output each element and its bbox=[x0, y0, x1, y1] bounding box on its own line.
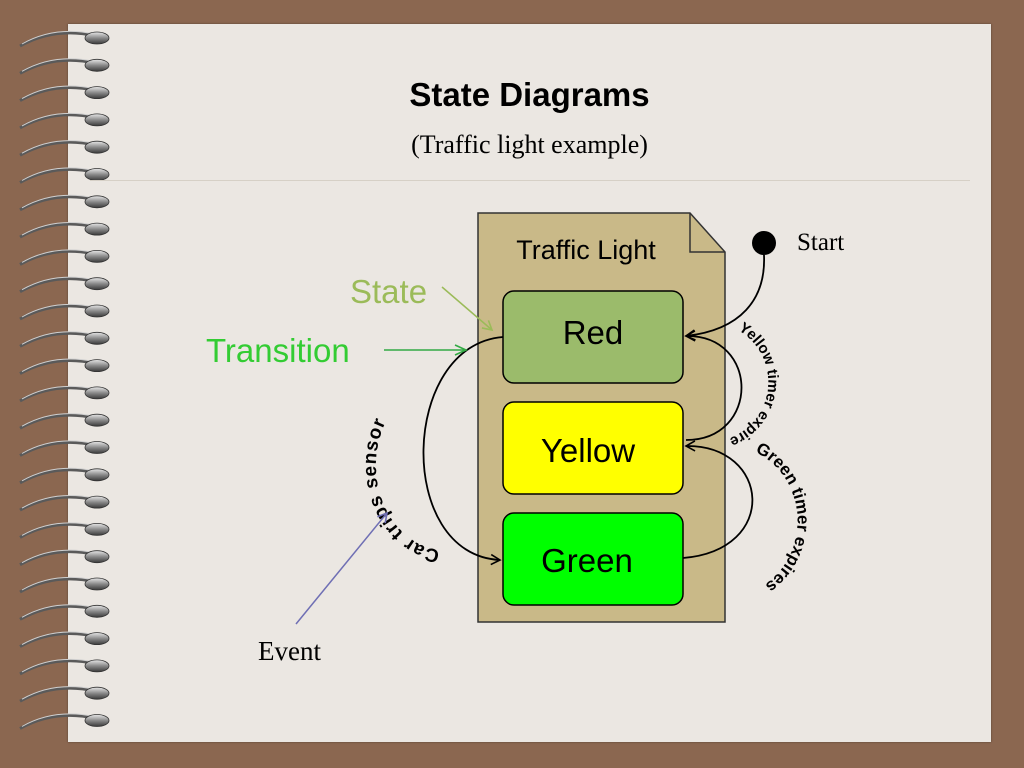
binding-ring-loop bbox=[84, 31, 110, 45]
binding-ring-highlight bbox=[21, 440, 95, 454]
binding-ring-highlight bbox=[21, 631, 95, 646]
start-label: Start bbox=[797, 229, 844, 256]
binding-ring-loop bbox=[84, 550, 110, 564]
binding-ring-loop bbox=[84, 714, 110, 727]
binding-ring-loop bbox=[84, 686, 110, 700]
binding-ring-loop bbox=[84, 632, 110, 645]
binding-ring-highlight bbox=[21, 140, 95, 154]
binding-ring-highlight bbox=[21, 30, 95, 45]
binding-ring-highlight bbox=[21, 549, 95, 564]
binding-ring-highlight bbox=[21, 495, 95, 509]
transition-yellow-to-red bbox=[684, 330, 743, 441]
binding-ring-highlight bbox=[21, 576, 95, 591]
binding-ring-highlight bbox=[21, 112, 95, 127]
binding-ring-loop bbox=[84, 659, 110, 673]
start-transition bbox=[684, 254, 765, 341]
binding-ring-loop bbox=[84, 441, 110, 454]
start-node bbox=[752, 231, 776, 255]
binding-ring-highlight bbox=[21, 331, 95, 345]
event-green-timer-label: Green timer expires bbox=[753, 439, 813, 597]
state-green bbox=[502, 512, 684, 606]
title-divider bbox=[90, 180, 970, 181]
binding-ring-loop bbox=[84, 249, 110, 263]
binding-ring-highlight bbox=[21, 222, 95, 236]
binding-ring-loop bbox=[84, 468, 110, 482]
binding-ring-highlight bbox=[21, 604, 95, 618]
binding-ring-loop bbox=[84, 113, 110, 127]
event-car-sensor-label: Car trips sensor bbox=[360, 414, 441, 566]
binding-ring-loop bbox=[84, 304, 110, 318]
binding-ring-loop bbox=[84, 577, 110, 591]
binding-ring-highlight bbox=[21, 413, 95, 427]
binding-ring-highlight bbox=[21, 713, 95, 727]
binding-ring-highlight bbox=[21, 467, 95, 482]
binding-ring-highlight bbox=[21, 194, 95, 209]
binding-ring-highlight bbox=[21, 276, 95, 291]
binding-ring-loop bbox=[84, 195, 110, 209]
binding-ring-highlight bbox=[21, 658, 95, 673]
binding-ring-loop bbox=[84, 523, 110, 536]
binding-ring-highlight bbox=[21, 522, 95, 536]
binding-ring-loop bbox=[84, 331, 110, 345]
binding-ring-loop bbox=[84, 413, 110, 427]
binding-ring-loop bbox=[84, 140, 110, 154]
annotation-event: Event bbox=[258, 636, 321, 666]
binding-ring-loop bbox=[84, 604, 110, 618]
container-fold bbox=[689, 213, 725, 253]
state-red-label: Red bbox=[563, 314, 624, 351]
binding-ring-highlight bbox=[21, 303, 95, 318]
transition-green-to-yellow bbox=[682, 440, 754, 559]
annotation-state-arrow bbox=[441, 286, 494, 332]
binding-ring-loop bbox=[84, 222, 110, 236]
annotation-event-arrow bbox=[295, 511, 389, 625]
state-green-label: Green bbox=[541, 542, 633, 579]
binding-ring-highlight bbox=[21, 686, 95, 700]
slide-title: State Diagrams bbox=[409, 76, 650, 113]
binding-ring-highlight bbox=[21, 358, 95, 373]
binding-ring-highlight bbox=[21, 385, 95, 400]
binding-ring-loop bbox=[84, 86, 110, 99]
annotation-state: State bbox=[350, 273, 427, 310]
binding-ring-loop bbox=[84, 495, 110, 509]
binding-ring-loop bbox=[84, 359, 110, 373]
state-yellow bbox=[502, 401, 684, 495]
binding-ring-highlight bbox=[21, 58, 95, 72]
binding-ring-highlight bbox=[21, 249, 95, 263]
binding-ring-loop bbox=[84, 277, 110, 291]
container-label: Traffic Light bbox=[516, 235, 656, 265]
binding-ring-loop bbox=[84, 58, 110, 72]
spiral-binding bbox=[19, 30, 110, 730]
binding-ring-highlight bbox=[21, 167, 95, 181]
slide-subtitle: (Traffic light example) bbox=[411, 130, 648, 159]
state-yellow-label: Yellow bbox=[541, 432, 635, 469]
annotation-transition: Transition bbox=[206, 332, 350, 369]
binding-ring-loop bbox=[84, 386, 110, 400]
binding-ring-highlight bbox=[21, 85, 95, 100]
